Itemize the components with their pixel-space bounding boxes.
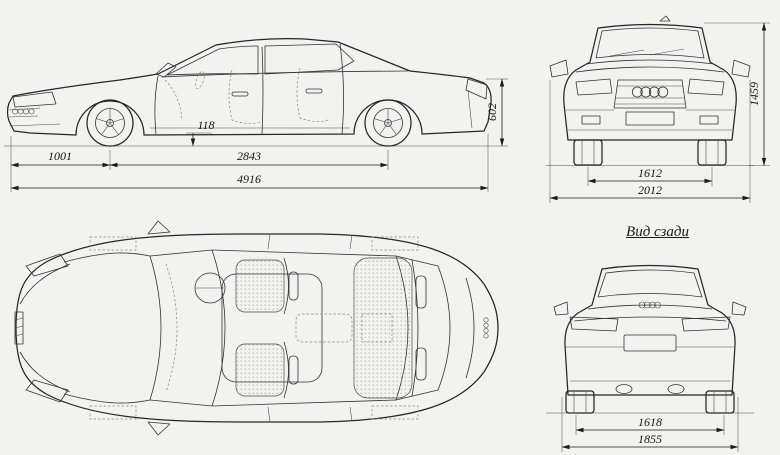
rear-view-drawing: 1618 1855 — [546, 264, 754, 452]
mirror-plan-right — [147, 421, 171, 436]
taillight-left — [569, 316, 619, 332]
front-wheel — [86, 99, 134, 147]
dim-overall-height: 1459 — [747, 82, 761, 106]
front-side-window — [166, 45, 259, 76]
rear-dimensions: 1618 1855 — [561, 397, 739, 452]
side-dimensions: 1001 2843 4916 118 602 — [10, 78, 508, 192]
door-seams — [267, 233, 353, 423]
roof-sides — [211, 249, 397, 407]
dim-front-track: 1612 — [638, 166, 662, 180]
rear-wheel — [364, 99, 412, 147]
exhaust-left — [615, 384, 633, 394]
windshield-top-arc — [211, 249, 226, 407]
passenger-seat — [235, 343, 285, 397]
wheel-right — [697, 139, 727, 166]
front-view-drawing: 1612 2012 1459 — [546, 15, 770, 203]
roof-antenna — [659, 15, 671, 22]
license-plate — [625, 111, 675, 126]
front-dimensions: 1612 2012 1459 — [549, 22, 770, 203]
dashboard-arc — [165, 263, 178, 393]
a-pillars — [149, 249, 213, 407]
top-view-drawing — [14, 220, 499, 436]
fog-lamp-left — [581, 115, 601, 125]
headlight-plan-right — [25, 379, 69, 403]
wipers — [609, 48, 685, 57]
rear-armrest — [361, 313, 393, 343]
audi-rings-rear-badge — [483, 317, 489, 339]
mirror-plan-left — [147, 220, 171, 235]
dim-overall-width: 2012 — [638, 183, 662, 197]
wheels-hidden — [89, 236, 419, 420]
rear-window-base-arc — [437, 265, 451, 391]
headlight-right — [687, 78, 725, 96]
dim-wheelbase: 2843 — [237, 149, 261, 163]
headlight-left — [575, 78, 613, 96]
dim-ground-clearance: 118 — [197, 118, 214, 132]
dim-front-overhang: 1001 — [48, 149, 72, 163]
door-handle — [305, 88, 323, 94]
rear-window — [597, 269, 703, 298]
top-car-body — [14, 220, 499, 436]
rear-car-body — [546, 264, 754, 414]
passenger-headrest — [288, 355, 299, 385]
mirror-right — [731, 59, 751, 78]
trunk-edge-arc — [465, 277, 475, 379]
headlight-plan-left — [25, 253, 69, 277]
mirror-left — [549, 59, 569, 78]
center-console — [295, 313, 353, 343]
taillight-right — [681, 316, 731, 332]
side-view-drawing: 1001 2843 4916 118 602 — [4, 37, 508, 192]
cowl-arc — [149, 255, 162, 401]
rear-headrest-right — [415, 347, 427, 381]
windshield — [595, 27, 705, 59]
audi-rings-badge — [631, 86, 669, 98]
rear-headrest-left — [415, 275, 427, 309]
steering-wheel — [194, 272, 226, 304]
headlight — [12, 91, 57, 108]
mirror-left — [553, 301, 569, 316]
exhaust-right — [667, 384, 685, 394]
interior-ghost — [164, 67, 329, 124]
wheel-right — [705, 390, 735, 414]
hood-cut-lines — [63, 252, 151, 404]
mirror-right — [731, 301, 747, 316]
audi-rings-badge — [638, 301, 661, 309]
taillight — [465, 78, 488, 100]
dim-rear-deck-height: 602 — [485, 103, 499, 121]
c-pillars — [395, 255, 439, 401]
audi-rings-badge — [12, 108, 35, 115]
grille — [613, 79, 687, 109]
fog-lamp-right — [699, 115, 719, 125]
dim-body-width: 1855 — [638, 432, 662, 446]
side-car-body — [4, 37, 508, 147]
driver-headrest — [288, 271, 299, 301]
wheel-left — [573, 139, 603, 166]
dim-rear-track: 1618 — [638, 415, 662, 429]
side-mirror — [155, 62, 177, 78]
rear-view-title: Вид сзади — [626, 224, 689, 240]
rear-bench — [353, 257, 413, 399]
top-interior — [165, 257, 427, 399]
wheel-left — [565, 390, 595, 414]
rear-side-window — [264, 43, 355, 75]
door-handle — [231, 91, 249, 97]
driver-seat — [235, 259, 285, 313]
front-car-body — [546, 15, 754, 166]
dim-overall-length: 4916 — [237, 172, 261, 186]
license-plate — [623, 334, 677, 352]
trunk-lines — [573, 304, 727, 322]
